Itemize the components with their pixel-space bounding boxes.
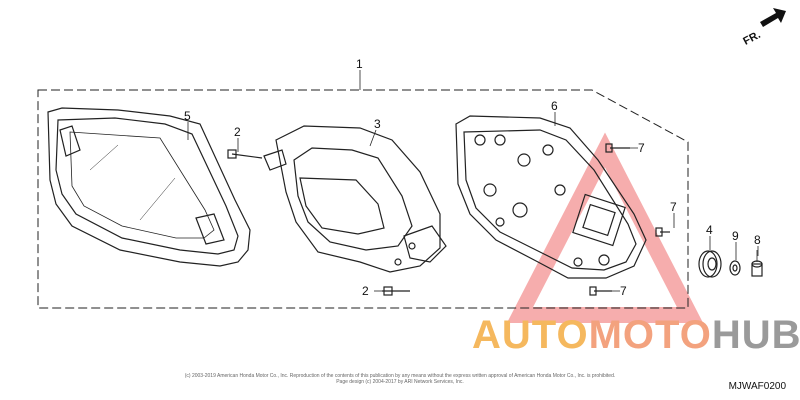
- callout-7-mid: 7: [670, 200, 677, 214]
- assembly-boundary: [37, 89, 689, 309]
- callout-3: 3: [374, 117, 381, 131]
- watermark-logo: AUTOMOTOHUB: [472, 313, 800, 357]
- callout-5: 5: [184, 109, 191, 123]
- callout-6: 6: [551, 99, 558, 113]
- front-direction-label: FR.: [741, 29, 762, 48]
- callout-4: 4: [706, 223, 713, 237]
- callout-1: 1: [356, 57, 363, 71]
- part-washer: [729, 260, 741, 276]
- part-bolt: [751, 250, 763, 277]
- part-display-unit: [227, 125, 447, 296]
- callout-7-top: 7: [638, 141, 645, 155]
- callout-2-bottom: 2: [362, 284, 369, 298]
- watermark-part-moto: MOTO: [588, 313, 712, 357]
- callout-2-top: 2: [234, 125, 241, 139]
- watermark-part-auto: AUTO: [472, 313, 589, 357]
- watermark-part-hub: HUB: [711, 313, 800, 357]
- leader-lines: [187, 70, 759, 292]
- copyright-line-2: Page design (c) 2004-2017 by ARI Network…: [336, 379, 464, 385]
- watermark-triangle: [506, 132, 704, 323]
- front-direction-indicator: FR.: [741, 8, 786, 48]
- copyright-line-1: (c) 2003-2019 American Honda Motor Co., …: [184, 373, 616, 379]
- part-visor-lens: [47, 107, 251, 267]
- front-arrow-icon: [760, 8, 786, 27]
- part-grommet: [698, 250, 722, 278]
- callout-9: 9: [732, 229, 739, 243]
- callouts: 1 5 2 3 6 7 7 2 7 4 9 8: [184, 57, 761, 298]
- callout-7-bottom: 7: [620, 284, 627, 298]
- part-rear-case: [455, 115, 670, 296]
- callout-8: 8: [754, 233, 761, 247]
- diagram-code: MJWAF0200: [728, 381, 786, 392]
